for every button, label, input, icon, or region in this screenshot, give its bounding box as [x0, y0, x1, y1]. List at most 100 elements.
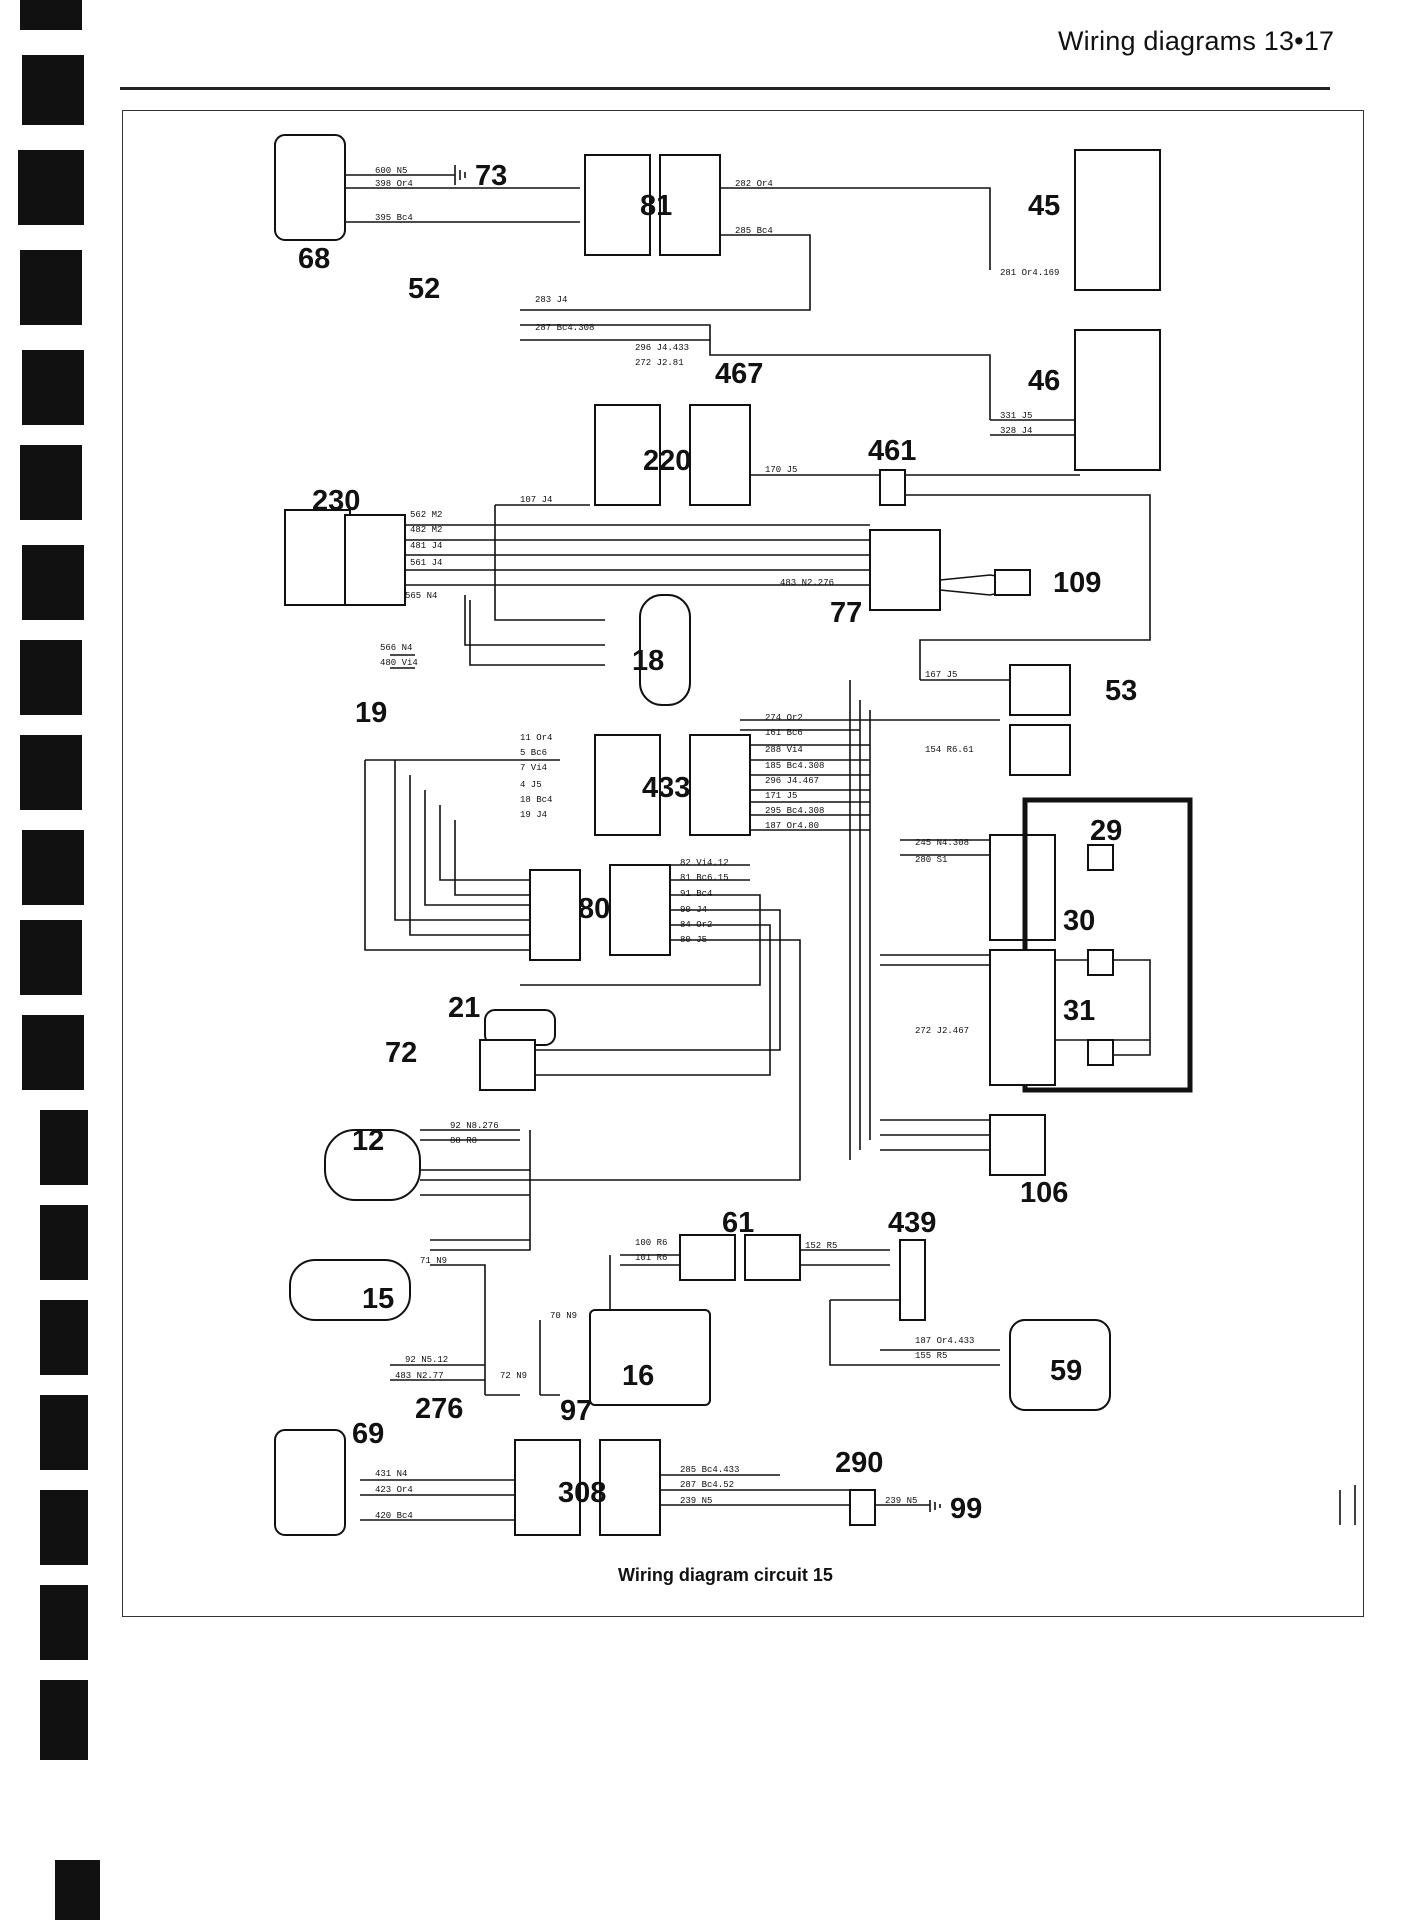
component-label: 69: [352, 1418, 384, 1450]
wire-label: 280 S1: [915, 855, 947, 865]
wire-label: 239 N5: [885, 1496, 917, 1506]
wire-label: 285 Bc4: [735, 226, 773, 236]
wire-label: 92 N8.276: [450, 1121, 499, 1131]
wire-label: 154 R6.61: [925, 745, 974, 755]
wire-label: 566 N4: [380, 643, 412, 653]
component-label: 433: [642, 772, 690, 804]
wire-label: 161 Bc6: [765, 728, 803, 738]
wire-label: 296 J4.433: [635, 343, 689, 353]
wire-label: 90 J4: [680, 905, 707, 915]
component-label: 21: [448, 992, 480, 1024]
component-label: 99: [950, 1493, 982, 1525]
wire-label: 245 N4.308: [915, 838, 969, 848]
wire-label: 288 Vi4: [765, 745, 803, 755]
wire-label: 187 Or4.433: [915, 1336, 974, 1346]
wire-label: 287 Bc4.308: [535, 323, 594, 333]
wire-label: 423 Or4: [375, 1485, 413, 1495]
component-label: 16: [622, 1360, 654, 1392]
component-label: 77: [830, 597, 862, 629]
wire-label: 187 Or4.80: [765, 821, 819, 831]
component-label: 12: [352, 1125, 384, 1157]
component-label: 109: [1053, 567, 1101, 599]
wire-label: 600 N5: [375, 166, 407, 176]
header-rule: [120, 87, 1330, 90]
component-label: 81: [640, 190, 672, 222]
component-label: 46: [1028, 365, 1060, 397]
wire-label: 84 Or2: [680, 920, 712, 930]
component-label: 467: [715, 358, 763, 390]
wire-label: 483 N2.276: [780, 578, 834, 588]
wire-label: 272 J2.81: [635, 358, 684, 368]
wire-label: 562 M2: [410, 510, 442, 520]
component-label: 106: [1020, 1177, 1068, 1209]
wire-label: 82 Vi4.12: [680, 858, 729, 868]
wire-label: 561 J4: [410, 558, 442, 568]
component-label: 308: [558, 1477, 606, 1509]
wire-label: 11 Or4: [520, 733, 552, 743]
wire-label: 431 N4: [375, 1469, 407, 1479]
wire-label: 91 Bc4: [680, 889, 712, 899]
wire-label: 170 J5: [765, 465, 797, 475]
wire-label: 395 Bc4: [375, 213, 413, 223]
wire-label: 152 R5: [805, 1241, 837, 1251]
wire-label: 88 R8: [450, 1136, 477, 1146]
wire-label: 328 J4: [1000, 426, 1032, 436]
component-label: 80: [578, 893, 610, 925]
component-label: 19: [355, 697, 387, 729]
wire-label: 480 Vi4: [380, 658, 418, 668]
component-label: 230: [312, 485, 360, 517]
diagram-caption: Wiring diagram circuit 15: [618, 1565, 833, 1585]
component-label: 276: [415, 1393, 463, 1425]
wire-label: 70 N9: [550, 1311, 577, 1321]
wire-label: 107 J4: [520, 495, 552, 505]
wire-label: 185 Bc4.308: [765, 761, 824, 771]
wire-label: 331 J5: [1000, 411, 1032, 421]
wire-label: 398 Or4: [375, 179, 413, 189]
component-label: 439: [888, 1207, 936, 1239]
wire-label: 100 R6: [635, 1238, 667, 1248]
component-label: 97: [560, 1395, 592, 1427]
wire-label: 482 M2: [410, 525, 442, 535]
wire-label: 167 J5: [925, 670, 957, 680]
component-label: 53: [1105, 675, 1137, 707]
wire-label: 295 Bc4.308: [765, 806, 824, 816]
component-label: 31: [1063, 995, 1095, 1027]
wire-label: 287 Bc4.52: [680, 1480, 734, 1490]
wire-label: 92 N5.12: [405, 1355, 448, 1365]
wire-label: 81 Bc6.15: [680, 873, 729, 883]
component-label: 68: [298, 243, 330, 275]
wire-label: 5 Bc6: [520, 748, 547, 758]
wire-label: 71 N9: [420, 1256, 447, 1266]
component-label: 18: [632, 645, 664, 677]
wire-label: 483 N2.77: [395, 1371, 444, 1381]
wire-label: 281 Or4.169: [1000, 268, 1059, 278]
binding-holes: [18, 0, 103, 1920]
wire-label: 420 Bc4: [375, 1511, 413, 1521]
component-label: 30: [1063, 905, 1095, 937]
component-label: 290: [835, 1447, 883, 1479]
wire-label: 283 J4: [535, 295, 567, 305]
component-label: 59: [1050, 1355, 1082, 1387]
wire-label: 285 Bc4.433: [680, 1465, 739, 1475]
component-label: 72: [385, 1037, 417, 1069]
wire-label: 274 Or2: [765, 713, 803, 723]
wire-label: 171 J5: [765, 791, 797, 801]
wire-label: 282 Or4: [735, 179, 773, 189]
wire-label: 4 J5: [520, 780, 542, 790]
component-label: 61: [722, 1207, 754, 1239]
component-label: 45: [1028, 190, 1060, 222]
wire-label: 72 N9: [500, 1371, 527, 1381]
diagram-frame: [122, 110, 1364, 1617]
wire-label: 272 J2.467: [915, 1026, 969, 1036]
component-label: 15: [362, 1283, 394, 1315]
page-header: Wiring diagrams 13•17: [1058, 26, 1335, 56]
wire-label: 481 J4: [410, 541, 442, 551]
wire-label: 155 R5: [915, 1351, 947, 1361]
wire-label: 101 R6: [635, 1253, 667, 1263]
component-label: 29: [1090, 815, 1122, 847]
wire-label: 239 N5: [680, 1496, 712, 1506]
component-label: 461: [868, 435, 916, 467]
component-label: 73: [475, 160, 507, 192]
spiral-binding: [0, 0, 103, 1920]
